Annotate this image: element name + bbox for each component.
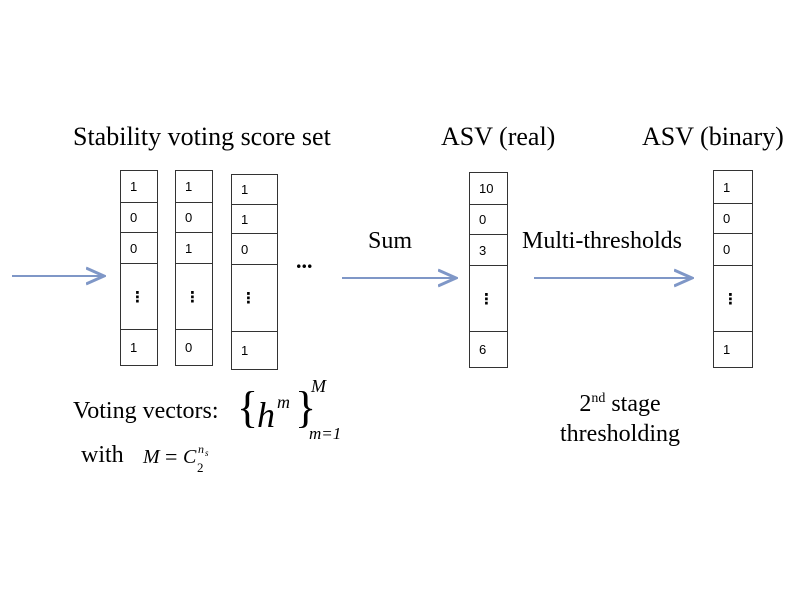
vector-cell: 1 — [241, 182, 249, 197]
stage-text: stage — [611, 391, 661, 417]
asv-real-heading: ASV (real) — [441, 122, 556, 151]
vector-cell: 0 — [714, 233, 752, 265]
vector-cell: 0 — [714, 203, 752, 233]
voting-vector-2: 1 0 1 ⋮ 0 — [175, 170, 213, 366]
second-stage-caption: 2nd stage thresholding — [540, 384, 700, 449]
voting-vectors-caption: Voting vectors: { h m } M m=1 with M = C… — [73, 376, 373, 490]
vector-cell-ellipsis: ⋮ — [176, 263, 212, 329]
voting-vector-3: 1 1 0 ⋮ 1 — [231, 174, 278, 370]
asv-binary-vector: 1 0 0 ⋮ 1 — [713, 170, 753, 368]
vector-cell: 1 — [714, 331, 752, 367]
h-superscript: m — [277, 392, 290, 412]
vector-cell: 0 — [470, 204, 507, 234]
multi-thresholds-label: Multi-thresholds — [522, 228, 682, 254]
left-brace: { — [237, 383, 259, 432]
ordinal-number: 2 — [579, 391, 592, 417]
set-lower-limit: m=1 — [309, 424, 342, 443]
vector-cell: 1 — [232, 331, 277, 369]
vector-cell-ellipsis: ⋮ — [121, 263, 157, 329]
C-subscript: 2 — [197, 460, 204, 475]
vector-cell: 0 — [176, 329, 212, 365]
vector-cell: 1 — [185, 179, 193, 194]
C-superscript: n — [198, 442, 204, 456]
vector-cell: 0 — [121, 202, 157, 232]
asv-binary-heading: ASV (binary) — [642, 122, 784, 151]
more-vectors-ellipsis: ... — [296, 248, 313, 273]
voting-score-set-heading: Stability voting score set — [73, 122, 331, 151]
h-symbol: h — [257, 395, 275, 435]
voting-vector-1: 1 0 0 ⋮ 1 — [120, 170, 158, 366]
vector-cell: 1 — [232, 204, 277, 233]
vector-cell-ellipsis: ⋮ — [232, 264, 277, 331]
voting-vectors-text: Voting vectors: — [73, 398, 219, 424]
vector-cell-ellipsis: ⋮ — [714, 265, 752, 331]
sum-label: Sum — [368, 228, 413, 254]
vector-cell: 1 — [176, 232, 212, 263]
vector-cell: 0 — [232, 233, 277, 264]
vector-cell-ellipsis: ⋮ — [470, 265, 507, 331]
vector-cell: 0 — [121, 232, 157, 263]
C-superscript-subscript: s — [205, 448, 209, 458]
C-symbol: C — [183, 446, 197, 468]
vector-cell: 1 — [130, 179, 138, 194]
set-upper-limit: M — [311, 376, 326, 396]
vector-cell: 1 — [121, 329, 157, 365]
vector-cell: 1 — [723, 179, 731, 195]
thresholding-text: thresholding — [560, 421, 680, 447]
vector-cell: 3 — [470, 234, 507, 265]
with-text: with — [81, 442, 124, 468]
right-brace: } — [295, 383, 317, 432]
asv-real-vector: 10 0 3 ⋮ 6 — [469, 172, 508, 368]
M-symbol: M — [143, 446, 160, 468]
ordinal-suffix: nd — [591, 391, 606, 406]
vector-cell: 10 — [479, 181, 494, 196]
equals-sign: = — [165, 444, 178, 469]
vector-cell: 0 — [176, 202, 212, 232]
vector-cell: 6 — [470, 331, 507, 367]
